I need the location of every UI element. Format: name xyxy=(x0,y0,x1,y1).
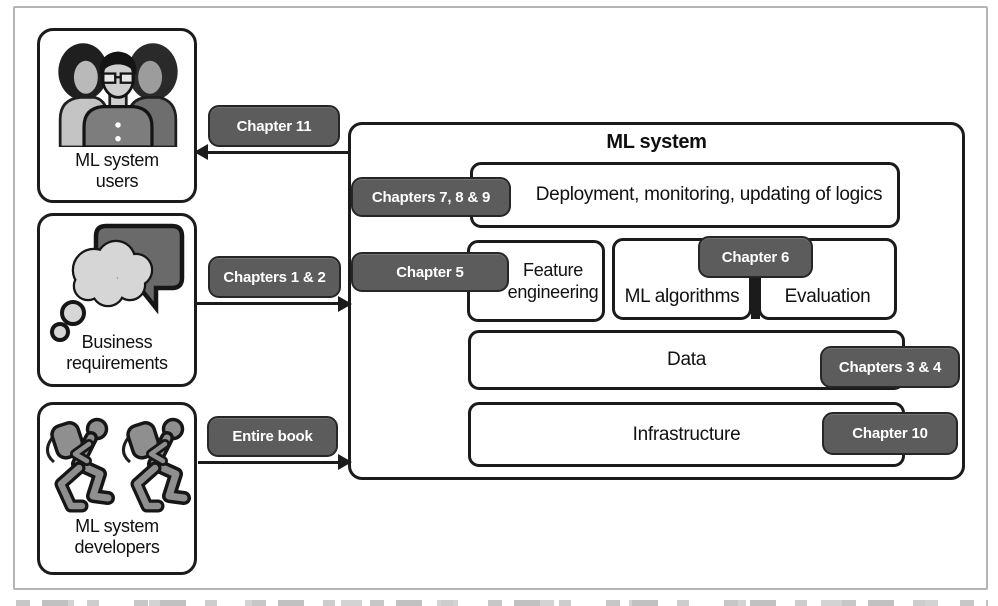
developers-to-system-arrowhead xyxy=(338,454,352,470)
business-icon xyxy=(50,223,185,342)
developers-label-line2: developers xyxy=(74,537,160,557)
chapters-3-4-badge: Chapters 3 & 4 xyxy=(820,346,960,388)
chapters-1-2-badge-label: Chapters 1 & 2 xyxy=(223,268,326,286)
chapter-5-badge: Chapter 5 xyxy=(351,252,509,292)
entire-book-badge: Entire book xyxy=(207,416,338,457)
business-to-system-arrowhead xyxy=(338,296,352,312)
chapter-6-badge-stem xyxy=(751,274,760,319)
users-label-line2: users xyxy=(95,171,139,191)
infrastructure-label: Infrastructure xyxy=(632,423,741,445)
developers-icon xyxy=(46,412,194,516)
business-box: Business requirements xyxy=(37,213,197,387)
chapter-6-badge-label: Chapter 6 xyxy=(721,248,790,266)
chapters-7-8-9-badge-label: Chapters 7, 8 & 9 xyxy=(371,188,491,206)
chapters-3-4-badge-label: Chapters 3 & 4 xyxy=(838,358,942,376)
system-to-users-arrow-line xyxy=(206,151,350,154)
deployment-label: Deployment, monitoring, updating of logi… xyxy=(535,184,883,205)
ml-algorithms-label: ML algorithms xyxy=(624,286,740,307)
feature-engineering-label-line1: Feature xyxy=(523,260,583,280)
business-label-line1: Business xyxy=(81,332,153,352)
chapter-11-badge: Chapter 11 xyxy=(208,105,340,147)
feature-engineering-label: Feature engineering xyxy=(474,259,599,303)
chapters-1-2-badge: Chapters 1 & 2 xyxy=(208,256,341,298)
users-label-line1: ML system xyxy=(75,150,159,170)
ml-algorithms-box: ML algorithms xyxy=(612,238,752,320)
chapter-5-badge-label: Chapter 5 xyxy=(396,263,464,281)
data-label: Data xyxy=(667,349,706,370)
chapter-11-badge-label: Chapter 11 xyxy=(236,117,312,135)
ml-system-title: ML system xyxy=(606,131,707,153)
business-to-system-arrow-line xyxy=(197,302,340,305)
developers-label-line1: ML system xyxy=(75,516,159,536)
chapters-7-8-9-badge: Chapters 7, 8 & 9 xyxy=(351,177,511,217)
developers-box: ML system developers xyxy=(37,402,197,575)
users-label: ML system users xyxy=(40,150,194,192)
business-label-line2: requirements xyxy=(66,353,168,373)
cropped-caption-text xyxy=(16,600,988,606)
deployment-box: Deployment, monitoring, updating of logi… xyxy=(470,162,900,228)
chapter-10-badge: Chapter 10 xyxy=(822,412,958,455)
users-icon xyxy=(58,43,178,147)
chapter-6-badge: Chapter 6 xyxy=(698,236,813,278)
developers-to-system-arrow-line xyxy=(198,461,340,464)
system-to-users-arrowhead xyxy=(194,144,208,160)
feature-engineering-label-line2: engineering xyxy=(507,282,599,302)
business-label: Business requirements xyxy=(40,332,194,374)
users-box: ML system users xyxy=(37,28,197,203)
entire-book-badge-label: Entire book xyxy=(232,428,313,445)
evaluation-label: Evaluation xyxy=(784,286,871,307)
chapter-10-badge-label: Chapter 10 xyxy=(852,425,928,442)
developers-label: ML system developers xyxy=(40,516,194,558)
